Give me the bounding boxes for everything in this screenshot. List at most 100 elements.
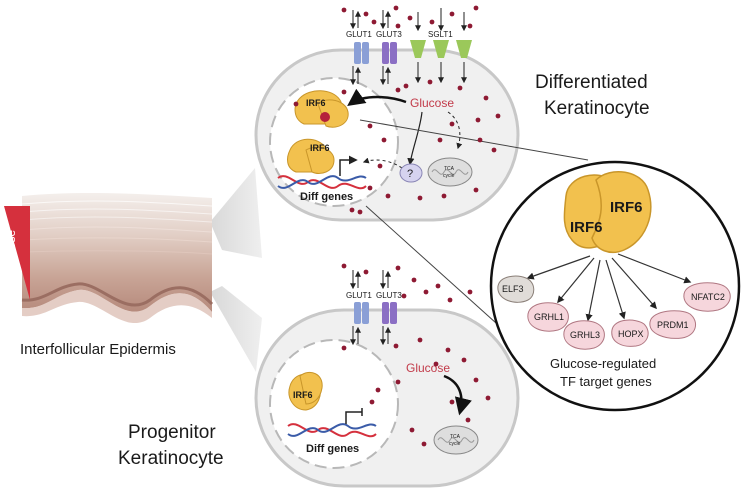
glucose-molecule	[403, 83, 409, 89]
glut3-label-top: GLUT3	[376, 30, 402, 39]
glucose-molecule	[341, 89, 347, 95]
glucose-label-bottom: Glucose	[406, 361, 450, 375]
glucose-molecule	[449, 399, 455, 405]
irf6-glucose-bound	[294, 90, 349, 128]
transport-arrows-bottom	[350, 270, 391, 346]
glucose-molecule	[467, 289, 473, 295]
glucose-to-tca-arrow-bottom	[443, 374, 472, 416]
irf6-nuclear-label-top: IRF6	[310, 143, 330, 153]
differentiated-title-line1: Differentiated	[535, 72, 648, 93]
glucose-molecule	[475, 117, 481, 123]
glucose-molecule	[393, 5, 399, 11]
glut1-transporter-bottom	[354, 302, 369, 324]
irf6-zoom-label-bottom: IRF6	[570, 219, 603, 236]
glucose-molecule	[293, 101, 299, 107]
glucose-molecule	[473, 5, 479, 11]
glucose-molecule	[449, 121, 455, 127]
target-gene-prdm1: PRDM1	[649, 310, 697, 339]
glut3-transporter-top	[382, 42, 397, 64]
target-arrows	[526, 253, 692, 322]
irf6-dimer-zoom	[563, 171, 652, 254]
glucose-molecule	[427, 79, 433, 85]
glucose-molecule	[495, 113, 501, 119]
sglt1-label: SGLT1	[428, 30, 453, 39]
irf6-bound-label: IRF6	[306, 98, 326, 108]
zoom-circle	[489, 160, 741, 412]
glucose-molecule	[357, 209, 363, 215]
glucose-molecule	[423, 289, 429, 295]
glucose-molecule	[395, 23, 401, 29]
target-gene-nfatc2: NFATC2	[683, 282, 731, 312]
glucose-molecule	[363, 269, 369, 275]
unknown-factor	[399, 163, 423, 183]
progenitor-title-line2: Keratinocyte	[118, 448, 224, 469]
mitochondrion-bottom	[433, 425, 479, 455]
glucose-molecule	[367, 185, 373, 191]
tca-label-bottom-line1: TCA	[450, 434, 461, 440]
epidermis-label: Interfollicular Epidermis	[20, 341, 176, 358]
dna-helix-top	[277, 175, 367, 190]
tca-label-top-line1: TCA	[444, 166, 455, 172]
glucose-molecule	[363, 11, 369, 17]
irf6-progenitor	[288, 372, 323, 411]
promoter-block-bottom	[345, 408, 363, 424]
glucose-molecule	[433, 361, 439, 367]
glucose-molecule	[465, 417, 471, 423]
glucose-molecule	[401, 293, 407, 299]
glucose-molecule	[435, 283, 441, 289]
glucose-molecule	[437, 137, 443, 143]
glucose-molecule	[473, 187, 479, 193]
glucose-to-unknown-arrow	[407, 111, 423, 166]
glucose-molecule	[429, 19, 435, 25]
glucose-molecule	[393, 343, 399, 349]
glucose-molecule	[473, 377, 479, 383]
unknown-factor-label: ?	[407, 168, 413, 180]
irf6-zoom-label-top: IRF6	[610, 199, 643, 216]
transport-arrows-top	[350, 8, 467, 86]
glucose-gradient-label: Glucose	[4, 230, 18, 274]
glut3-transporter-bottom	[382, 302, 397, 324]
glucose-molecule	[407, 15, 413, 21]
glucose-molecule	[445, 347, 451, 353]
tca-label-top-line2: cycle	[443, 173, 455, 179]
glut1-label-top: GLUT1	[346, 30, 372, 39]
glucose-gradient-bar	[4, 206, 30, 300]
glucose-molecule	[411, 277, 417, 283]
zoom-line-top	[359, 119, 589, 161]
glucose-to-tca-arrow	[447, 111, 463, 150]
diff-genes-label-top: Diff genes	[300, 191, 353, 203]
target-label-grhl1: GRHL1	[534, 312, 564, 322]
glucose-molecule	[421, 441, 427, 447]
zoom-caption-line1: Glucose-regulated	[550, 356, 656, 371]
glucose-molecule	[467, 23, 473, 29]
target-label-grhl3: GRHL3	[570, 330, 600, 340]
glucose-molecule	[385, 193, 391, 199]
glucose-molecules	[293, 5, 501, 447]
diff-genes-label-bottom: Diff genes	[306, 443, 359, 455]
target-gene-elf3: ELF3	[497, 275, 535, 303]
target-gene-grhl3: GRHL3	[563, 320, 605, 350]
glucose-molecule	[341, 345, 347, 351]
glucose-molecule	[395, 87, 401, 93]
glucose-molecule	[395, 265, 401, 271]
glucose-molecule	[375, 387, 381, 393]
glucose-molecule	[457, 85, 463, 91]
glucose-molecule	[367, 123, 373, 129]
glucose-molecule	[341, 7, 347, 13]
target-label-prdm1: PRDM1	[657, 320, 689, 330]
glucose-molecule	[395, 379, 401, 385]
target-label-nfatc2: NFATC2	[691, 292, 725, 302]
glucose-molecule	[341, 263, 347, 269]
glucose-label-top: Glucose	[410, 96, 454, 110]
funnel-bottom	[210, 286, 262, 372]
glucose-molecule	[449, 11, 455, 17]
irf6-progenitor-label: IRF6	[293, 390, 313, 400]
glut3-label-bottom: GLUT3	[376, 291, 402, 300]
glucose-molecule	[483, 95, 489, 101]
glucose-molecule	[417, 195, 423, 201]
glucose-molecule	[461, 357, 467, 363]
funnel-top	[210, 168, 262, 258]
target-gene-hopx: HOPX	[611, 319, 649, 347]
unknown-to-genes-arrow	[362, 157, 403, 169]
